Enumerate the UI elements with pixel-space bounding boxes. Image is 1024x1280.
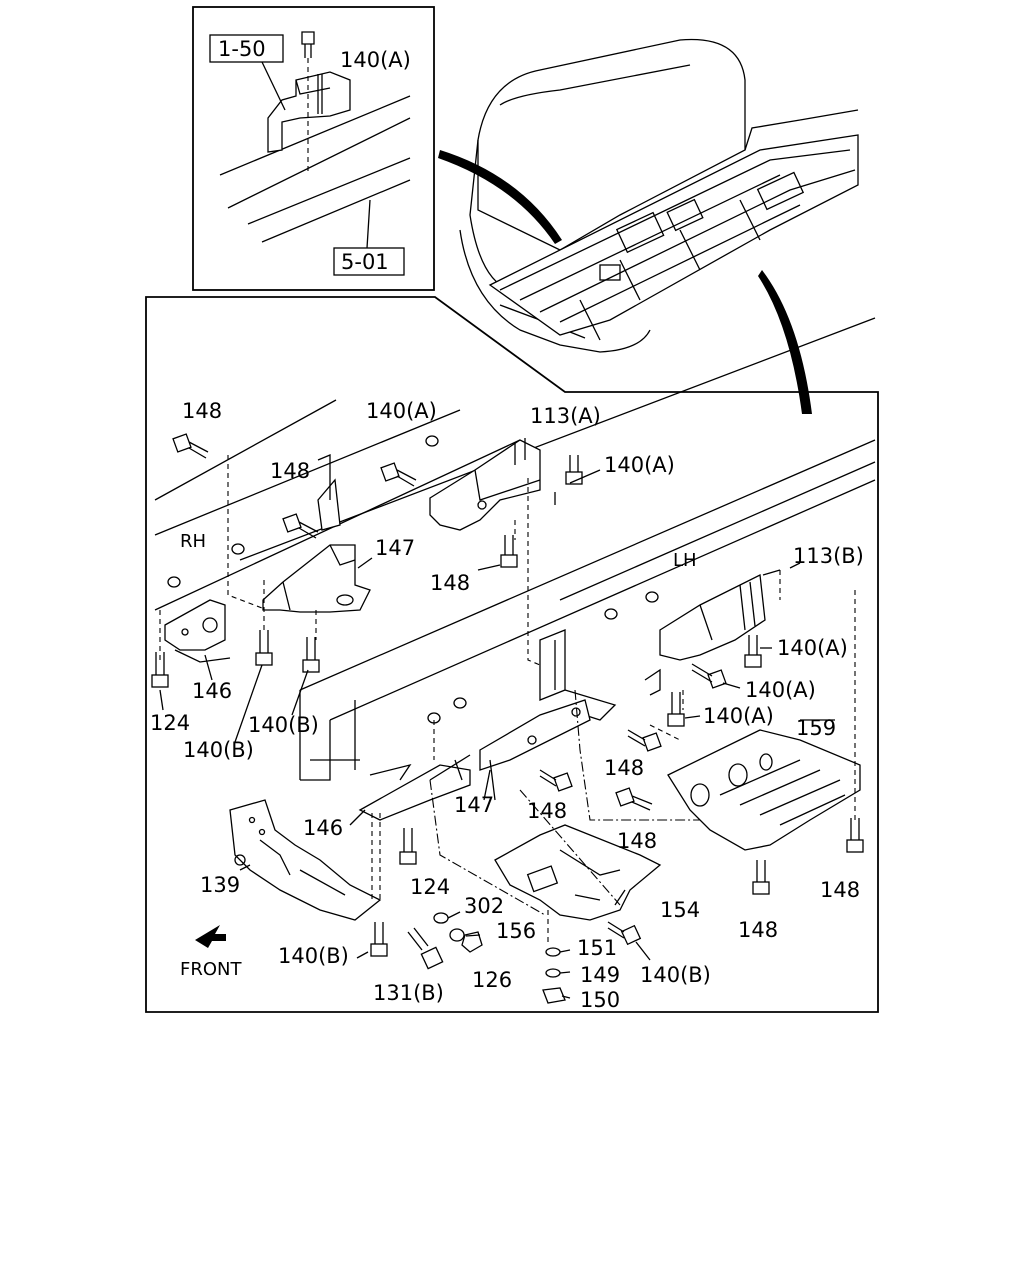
truck-overview: [438, 38, 859, 414]
callout-label: 113(A): [530, 404, 601, 428]
bolt-148-bottom: [752, 860, 770, 895]
lh-label: LH: [673, 550, 697, 571]
callout-label: 156: [496, 919, 536, 943]
callout-label: 140(B): [278, 944, 349, 968]
bolt-140b-rh1: [255, 630, 273, 666]
callout-label: 147: [454, 793, 494, 817]
inset-detail: 1-50 5-01 140(A): [192, 6, 435, 291]
callout-label: 148: [820, 878, 860, 902]
callout-label: 124: [150, 711, 190, 735]
main-exploded-view: [145, 296, 879, 1013]
callout-label: 148: [527, 799, 567, 823]
nut-126: [461, 931, 483, 953]
bolt-140b-right: [607, 921, 642, 946]
front-arrow-icon: [195, 925, 226, 948]
callout-label: 146: [192, 679, 232, 703]
callout-label: 124: [410, 875, 450, 899]
front-label: FRONT: [180, 959, 242, 980]
bolt-140a-lh3: [667, 692, 685, 727]
bolt-148-right: [846, 818, 864, 853]
callout-label: 302: [464, 894, 504, 918]
orientation-labels: RH LH FRONT: [180, 531, 697, 980]
callout-label: 113(B): [793, 544, 864, 568]
callout-label: 140(B): [183, 738, 254, 762]
washer-302: [433, 912, 449, 924]
callout-label: 140(A): [366, 399, 437, 423]
bolt-148-rh: [282, 513, 319, 539]
bolt-131b: [407, 927, 444, 970]
callout-label: 139: [200, 873, 240, 897]
callout-label: 140(B): [640, 963, 711, 987]
callout-label: 148: [738, 918, 778, 942]
callout-label: 140(B): [248, 713, 319, 737]
bolt-148-lh3: [615, 787, 653, 811]
callout-label: 148: [182, 399, 222, 423]
bolt-124-center: [399, 828, 417, 865]
ref-box-top: 1-50: [218, 37, 266, 61]
bolt-140a-top: [380, 462, 417, 487]
washer-151: [545, 947, 561, 957]
ref-box-bottom: 5-01: [341, 250, 389, 274]
callout-label: 140(A): [604, 453, 675, 477]
callout-label: 131(B): [373, 981, 444, 1005]
bolt-148-lh2: [539, 769, 573, 792]
callout-label: 140(A): [703, 704, 774, 728]
callout-label: 147: [375, 536, 415, 560]
bolt-140b-bottom: [370, 922, 388, 957]
callout-label: 126: [472, 968, 512, 992]
callout-label: 148: [617, 829, 657, 853]
callout-label: 150: [580, 988, 620, 1012]
callout-label: 146: [303, 816, 343, 840]
washer-156: [449, 928, 465, 942]
rh-label: RH: [180, 531, 206, 552]
bolt-148-topleft: [172, 433, 209, 459]
inset-bolt-label: 140(A): [340, 48, 411, 72]
callout-label: 140(A): [777, 636, 848, 660]
bolt-148-lh1: [627, 729, 662, 752]
callout-label: 154: [660, 898, 700, 922]
callout-label: 149: [580, 963, 620, 987]
bolt-140b-rh2: [302, 637, 320, 673]
callout-label: 151: [577, 936, 617, 960]
bolt-140a-right: [565, 455, 583, 485]
bolt-140a-lh1: [744, 635, 762, 668]
bolt-148-center: [500, 535, 518, 568]
bolt-124-rh: [151, 652, 169, 688]
bolt-140a-lh2: [691, 663, 727, 689]
washer-149: [545, 968, 561, 978]
nut-150: [542, 987, 566, 1004]
callout-label: 148: [270, 459, 310, 483]
callout-label: 148: [604, 756, 644, 780]
callout-label: 148: [430, 571, 470, 595]
callout-label: 159: [796, 716, 836, 740]
callout-label: 140(A): [745, 678, 816, 702]
callout-labels: 148 140(A) 113(A) 140(A) 148 147 148 146…: [150, 399, 864, 1012]
